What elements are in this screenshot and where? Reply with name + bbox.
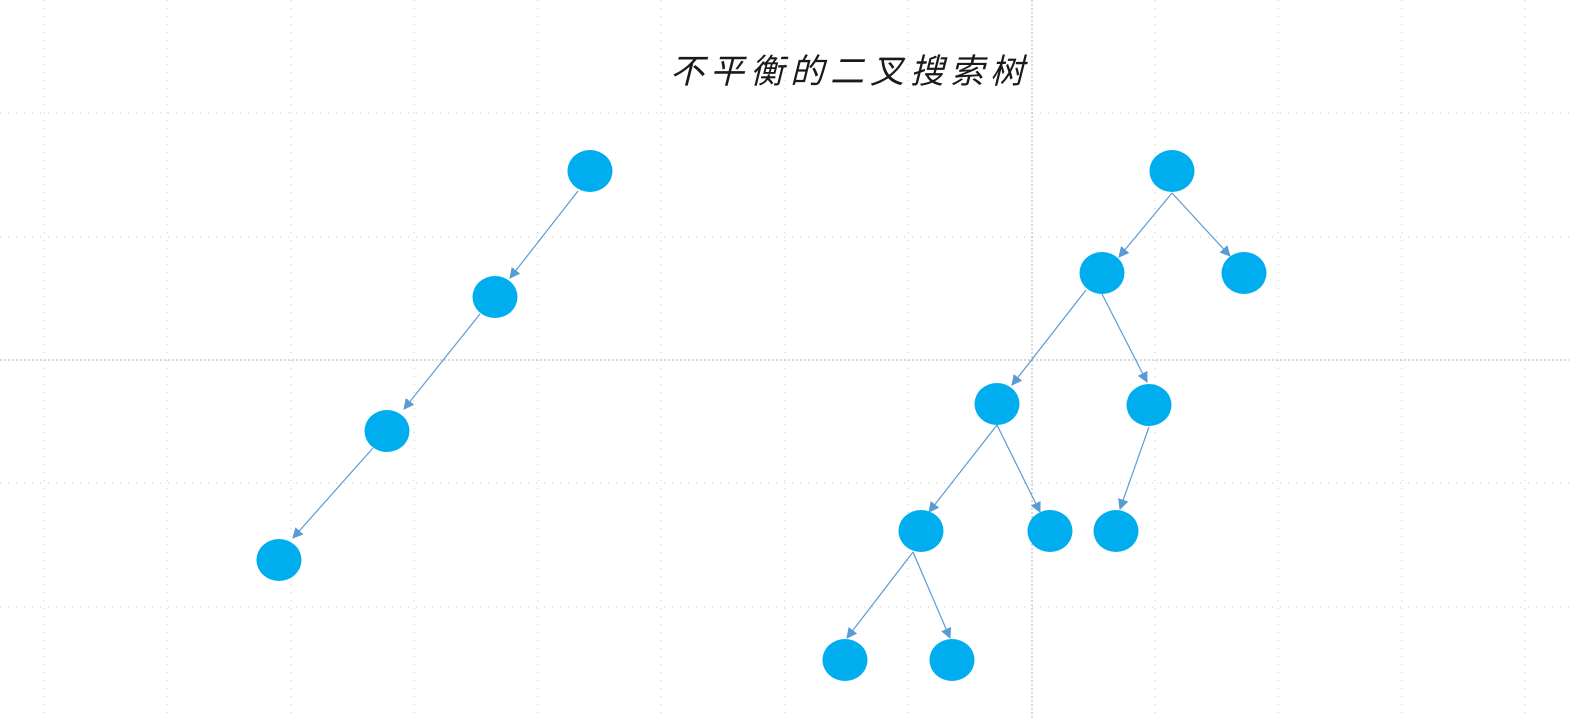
diagram-title: 不平衡的二叉搜索树	[670, 52, 1030, 92]
tree-node	[974, 383, 1020, 425]
edge-left-1	[509, 190, 579, 279]
edge-right-l3-left	[846, 551, 914, 639]
tree-node	[1126, 384, 1172, 426]
edge-right-l2-left	[928, 424, 998, 513]
edge-right-l2-right	[996, 424, 1041, 513]
tree-node	[1093, 510, 1139, 552]
edge-right-root-right	[1171, 192, 1231, 257]
left-tree-nodes	[256, 150, 613, 581]
edge-right-l3-right	[912, 551, 952, 639]
tree-node	[822, 639, 868, 681]
right-tree-edges	[846, 192, 1231, 639]
tree-node	[567, 150, 613, 192]
right-tree-nodes	[822, 150, 1267, 681]
edge-right-l1-left	[1011, 289, 1087, 386]
grid-horizontal-lines	[0, 112, 1569, 608]
tree-node	[1027, 510, 1073, 552]
edge-right-root-left	[1118, 192, 1173, 258]
edge-left-2	[403, 313, 481, 410]
tree-node	[898, 510, 944, 552]
tree-node	[929, 639, 975, 681]
left-tree-edges	[292, 190, 579, 539]
tree-node	[256, 539, 302, 581]
edge-right-l1-right	[1101, 293, 1148, 383]
tree-node	[1149, 150, 1195, 192]
tree-node	[364, 410, 410, 452]
tree-node	[1079, 252, 1125, 294]
edge-right-l2b-left	[1118, 426, 1150, 511]
tree-node	[1221, 252, 1267, 294]
grid-vertical-lines	[43, 0, 1526, 718]
tree-node	[472, 276, 518, 318]
edge-left-3	[292, 447, 374, 539]
